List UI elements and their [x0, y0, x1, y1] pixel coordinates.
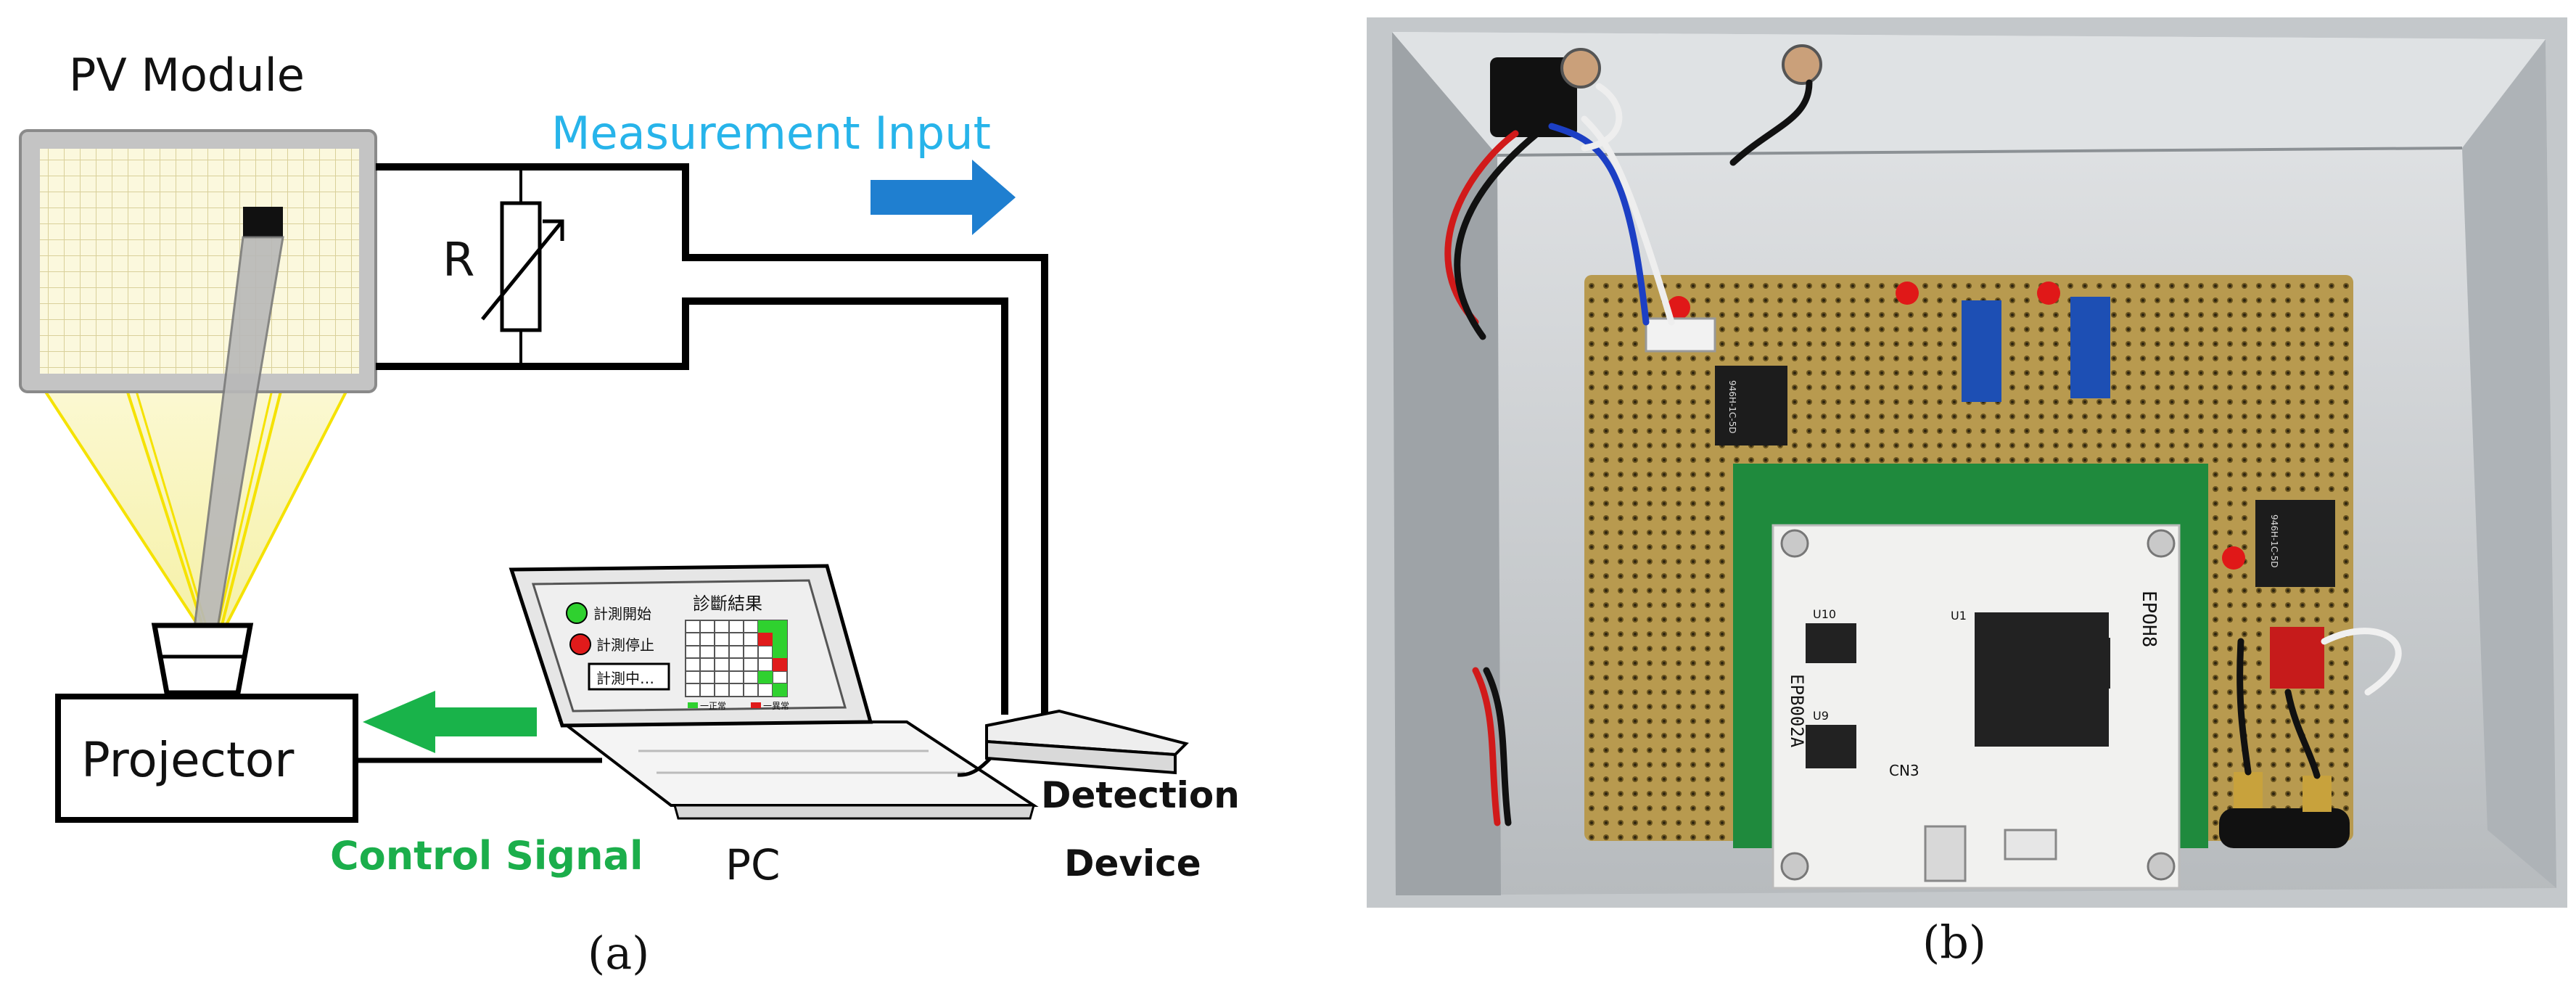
measurement-arrow-icon: [871, 160, 1016, 235]
trimmer-pot-left: [1962, 300, 2001, 402]
caption-b: (b): [1922, 916, 1987, 969]
board-label-left: EPB002A: [1787, 674, 1807, 748]
top-jack-left: [1560, 48, 1601, 89]
chip-label-u9: U9: [1813, 709, 1829, 723]
hardware-photo-panel-b: EPB002A EPOH8 U1 U10 U9 CN3 946H-1C-5D 9…: [1367, 17, 2567, 908]
red-leds: [1667, 282, 2245, 570]
laptop-pc: [509, 564, 1039, 820]
screen-stop-label: 計測停止: [596, 636, 654, 654]
variable-resistor: [481, 167, 564, 366]
schematic-panel-a: PV Module R Measurement Input Projector …: [19, 49, 1240, 980]
brass-terminal-right: [2303, 776, 2332, 812]
pv-module: [19, 129, 377, 629]
top-jack-right: [1782, 44, 1822, 85]
resistor-label: R: [443, 234, 474, 287]
control-signal-label: Control Signal: [330, 833, 643, 879]
hardware-photo: EPB002A EPOH8 U1 U10 U9 CN3 946H-1C-5D 9…: [1367, 17, 2567, 908]
screen-start-label: 計測開始: [593, 605, 651, 623]
projector: [55, 623, 358, 823]
screen-legend-normal: 一正常: [700, 701, 726, 711]
control-arrow-icon: [363, 691, 537, 753]
relay-left: [1715, 366, 1787, 445]
detection-device: [985, 709, 1189, 775]
microcontroller-module: [1733, 464, 2208, 890]
relay-left-label: 946H-1C-5D: [1727, 380, 1737, 433]
chip-label-u1: U1: [1951, 609, 1967, 623]
projector-label: Projector: [81, 732, 295, 788]
caption-a: (a): [588, 927, 649, 980]
detection-label-line2: Device: [1064, 842, 1201, 884]
relay-right: [2255, 500, 2335, 587]
trimmer-pot-right: [2070, 297, 2110, 398]
terminal-block: [2219, 808, 2350, 848]
black-socket: [1490, 57, 1577, 137]
detection-label-line1: Detection: [1041, 774, 1240, 816]
connector-label-cn3: CN3: [1889, 762, 1919, 779]
red-black-connector: [2270, 627, 2324, 689]
screen-legend-abnormal: 一異常: [763, 701, 789, 711]
screen-status-label: 計測中…: [596, 670, 654, 687]
measurement-input-label: Measurement Input: [551, 107, 991, 160]
wires: [1444, 79, 2402, 826]
chip-label-u10: U10: [1813, 607, 1836, 621]
pv-module-label: PV Module: [69, 49, 305, 102]
board-label-right: EPOH8: [2138, 591, 2160, 647]
screen-title: 診斷結果: [693, 594, 762, 614]
relay-right-label: 946H-1C-5D: [2269, 514, 2279, 567]
brass-terminal-left: [2234, 772, 2263, 808]
white-connector: [1645, 317, 1716, 353]
pc-label: PC: [725, 840, 780, 890]
circuit-wires: [376, 163, 1048, 715]
